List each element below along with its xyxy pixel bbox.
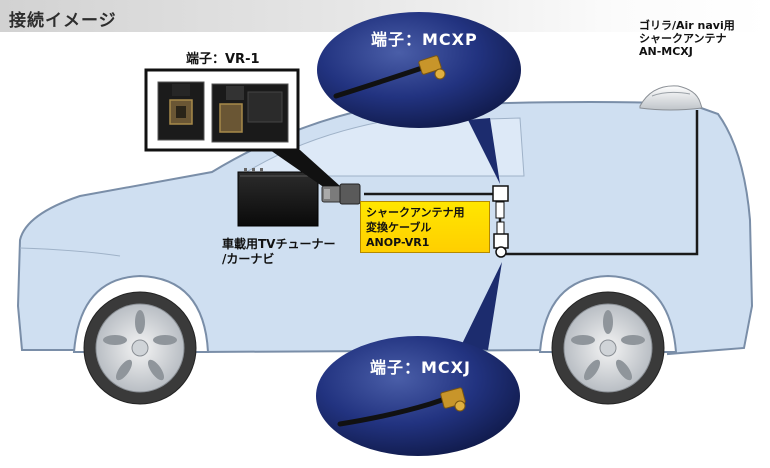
antenna-label-line: AN-MCXJ [639, 45, 693, 58]
adapter-top-block [492, 185, 509, 202]
rear-wheel [551, 291, 665, 405]
mcxj-circle [316, 336, 520, 456]
mcxp-callout [317, 12, 521, 184]
vr1-label: 端子：VR-1 [186, 52, 260, 67]
mcxp-pointer [468, 118, 500, 184]
tuner-device [237, 168, 319, 227]
cable-to-antenna [506, 110, 699, 256]
car-bumper-line [19, 247, 121, 257]
cable-callout: シャークアンテナ用 変換ケーブル ANOP-VR1 [360, 201, 490, 253]
antenna-label: ゴリラ/Air navi用 シャークアンテナ AN-MCXJ [639, 19, 735, 58]
adapter-connectors [492, 185, 509, 258]
tuner-label: 車載用TVチューナー /カーナビ [222, 237, 335, 267]
tuner-label-line: 車載用TVチューナー [222, 237, 336, 251]
vr1-plug [321, 183, 361, 205]
tuner-label-line: /カーナビ [222, 252, 275, 266]
mcxj-pointer [460, 262, 502, 350]
mcxj-callout [316, 262, 520, 456]
mcxj-label: 端子：MCXJ [370, 358, 471, 377]
adapter-top-neck [495, 201, 505, 219]
antenna-label-line: ゴリラ/Air navi用 [639, 19, 735, 32]
adapter-bottom-neck [496, 221, 505, 235]
cable-label-line: ANOP-VR1 [366, 236, 430, 249]
vr1-photo-box [144, 68, 300, 152]
antenna-label-line: シャークアンテナ [639, 32, 727, 45]
vr1-pointer [270, 150, 340, 186]
cable-label-line: シャークアンテナ用 [366, 206, 465, 219]
page-title: 接続イメージ [9, 11, 117, 31]
shark-antenna [639, 85, 703, 111]
mcxp-connector-photo [418, 55, 442, 75]
front-wheel [83, 291, 197, 405]
cable-label-line: 変換ケーブル [366, 221, 432, 234]
adapter-bottom-block [493, 233, 509, 249]
adapter-round-tip [495, 246, 507, 258]
mcxp-label: 端子：MCXP [371, 30, 478, 49]
